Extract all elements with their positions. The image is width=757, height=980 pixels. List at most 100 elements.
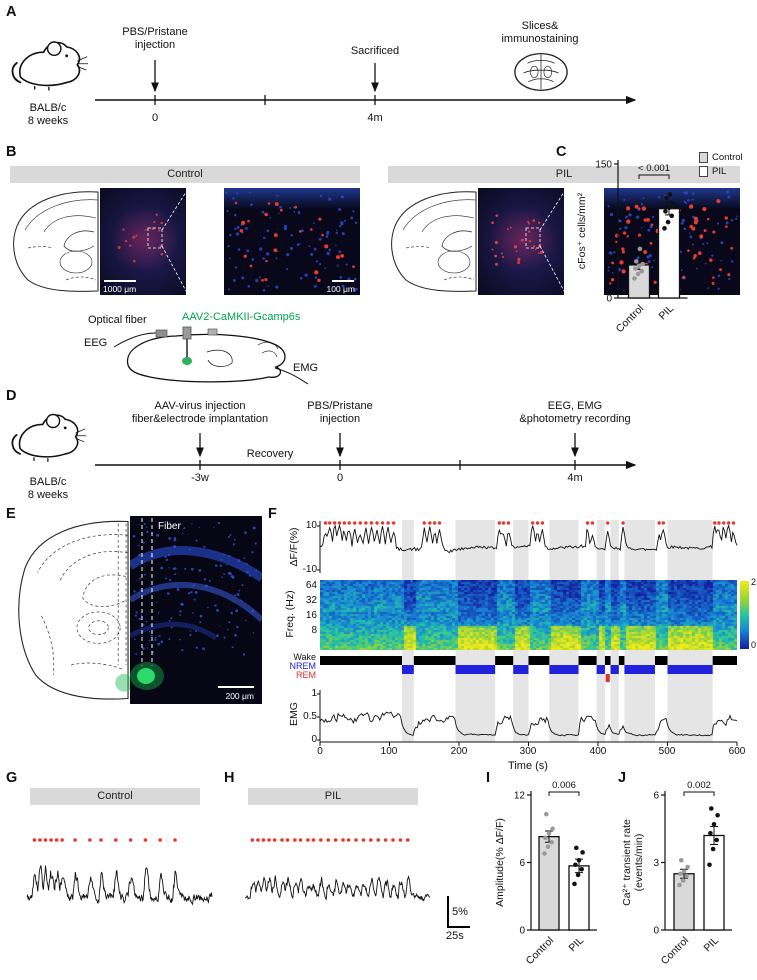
svg-text:6: 6 xyxy=(653,791,659,802)
mouse-age: 8 weeks xyxy=(27,115,69,127)
freq-tick-8: 8 xyxy=(311,625,317,636)
event-recording-label-1: EEG, EMG xyxy=(547,400,603,412)
mouse-body xyxy=(19,41,81,87)
fiber-ferrule xyxy=(182,326,192,340)
scale-5pct: 5% xyxy=(452,906,468,918)
svg-text:Ca²⁺ transient rate: Ca²⁺ transient rate xyxy=(621,819,633,906)
colorbar-max: 2 xyxy=(751,577,757,587)
panel-b-label: B xyxy=(6,144,17,160)
headstage-connector xyxy=(207,328,218,336)
hippocampus-line xyxy=(206,349,233,367)
x-tick-100: 100 xyxy=(380,746,398,757)
panel-g-label: G xyxy=(6,770,18,786)
timeline-a-t4m: 4m xyxy=(367,112,383,124)
timeline-a xyxy=(95,60,637,105)
timeline-d-m3w: -3w xyxy=(191,472,209,484)
legend-row-pil: PIL xyxy=(699,164,743,178)
mouse-strain: BALB/c xyxy=(29,102,67,114)
svg-text:6: 6 xyxy=(519,858,525,869)
x-tick-600: 600 xyxy=(728,746,746,757)
panel-a-label: A xyxy=(6,4,17,20)
scalebar-200um-line xyxy=(218,686,254,688)
freq-tick-32: 32 xyxy=(305,595,317,606)
emg-tick-05: 0.5 xyxy=(303,711,317,722)
legend-swatch-pil xyxy=(699,165,708,177)
panel-d-label: D xyxy=(6,388,17,404)
fluor-image-control: 1000 μm xyxy=(100,188,186,295)
emg-label: EMG xyxy=(293,362,319,374)
svg-text:PIL: PIL xyxy=(656,303,676,323)
event-injection-label-2: injection xyxy=(134,39,176,51)
svg-text:0.002: 0.002 xyxy=(687,780,711,791)
panel-c-label: C xyxy=(556,144,567,160)
svg-text:PIL: PIL xyxy=(566,935,586,955)
state-label-wake: Wake xyxy=(293,652,316,662)
optical-fiber-label: Optical fiber xyxy=(88,314,147,326)
fluor-image-fiber-track: Fiber 200 μm xyxy=(130,516,262,704)
legend-swatch-control xyxy=(699,151,708,163)
panel-f-label: F xyxy=(268,506,277,522)
svg-text:< 0.001: < 0.001 xyxy=(638,163,670,174)
dff-tick-lo: -10 xyxy=(302,564,317,575)
timeline-a-t0: 0 xyxy=(151,112,159,124)
x-tick-300: 300 xyxy=(519,746,537,757)
svg-text:0: 0 xyxy=(653,926,659,937)
svg-text:3: 3 xyxy=(653,858,659,869)
svg-text:Control: Control xyxy=(524,935,556,967)
state-label-rem: REM xyxy=(296,670,316,680)
roi-wedge-pil xyxy=(525,191,564,292)
calcium-trace-control xyxy=(26,838,213,906)
timeline-d xyxy=(95,433,637,470)
fluor-image-pil xyxy=(478,188,564,295)
mouse-icon xyxy=(11,413,86,462)
x-tick-200: 200 xyxy=(450,746,468,757)
brain-outline xyxy=(126,333,286,383)
mouse-whiskers xyxy=(77,56,88,71)
timeline-d-t4m: 4m xyxy=(567,472,583,484)
freq-tick-16: 16 xyxy=(305,610,317,621)
time-axis-label: Time (s) xyxy=(508,760,548,772)
panel-h-label: H xyxy=(224,770,235,786)
atlas-drawing-control xyxy=(13,191,99,292)
svg-text:150: 150 xyxy=(595,160,612,171)
group-header-pil: PIL xyxy=(388,166,740,183)
mouse-feet xyxy=(34,86,50,91)
group-header-control: Control xyxy=(10,166,360,183)
event-pbs-label-2: injection xyxy=(319,413,361,425)
svg-text:cFos⁺ cells/mm²: cFos⁺ cells/mm² xyxy=(576,192,588,269)
panel-i-label: I xyxy=(486,770,491,786)
roi-wedge-control xyxy=(147,191,186,292)
mouse-eye xyxy=(65,54,69,58)
event-slices-label-2: immunostaining xyxy=(501,33,579,45)
legend-label-pil: PIL xyxy=(712,165,727,177)
svg-text:Control: Control xyxy=(614,303,646,335)
dff-tick-hi: 10 xyxy=(305,520,317,531)
state-label-nrem: NREM xyxy=(289,661,317,671)
mouse-tail xyxy=(11,62,22,84)
sagittal-brain-schematic xyxy=(113,326,309,385)
cerebellum-lines xyxy=(257,341,279,358)
scalebar-100um-line xyxy=(332,280,354,282)
panel-j-label: J xyxy=(618,770,627,786)
svg-text:Control: Control xyxy=(659,935,691,967)
spectrogram-colorbar xyxy=(740,581,749,649)
scale-25s: 25s xyxy=(446,930,464,942)
svg-text:Amplitude(% ΔF/F): Amplitude(% ΔF/F) xyxy=(494,818,506,907)
gcamp-expression-site xyxy=(182,357,192,365)
scale-1000um: 1000 μm xyxy=(103,284,137,294)
scale-100um: 100 μm xyxy=(326,284,355,294)
svg-text:0: 0 xyxy=(606,294,612,305)
eeg-spectrogram xyxy=(320,580,737,650)
svg-text:(events/min): (events/min) xyxy=(633,834,645,892)
eeg-connector xyxy=(155,329,168,338)
legend-label-control: Control xyxy=(712,151,743,163)
mouse-ear xyxy=(46,41,62,57)
event-aav-label-1: AAV-virus injection xyxy=(154,400,246,412)
scale-200um: 200 μm xyxy=(225,691,254,701)
freq-tick-64: 64 xyxy=(305,580,317,591)
legend-c: Control PIL xyxy=(699,150,743,178)
x-tick-500: 500 xyxy=(658,746,676,757)
